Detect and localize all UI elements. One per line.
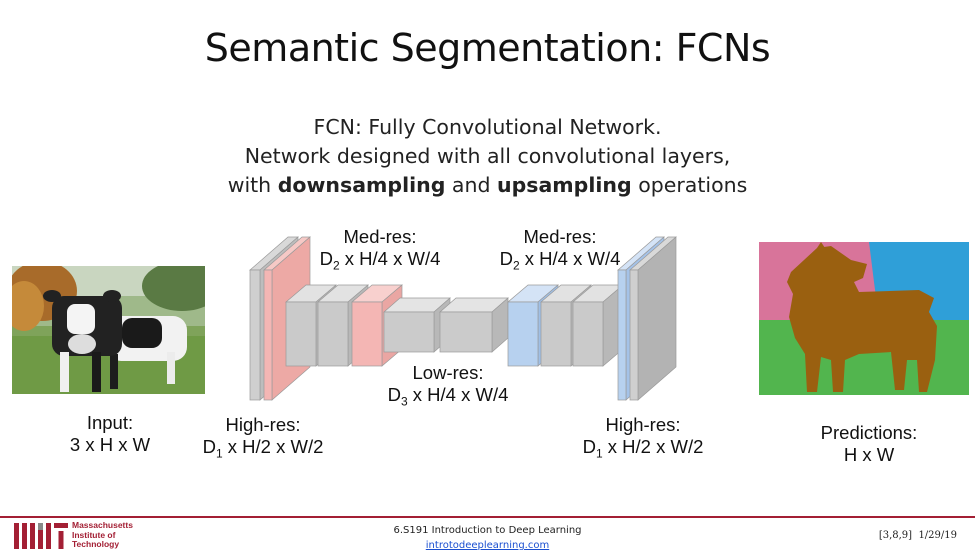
- med-res-left-gray-block-1: [285, 301, 317, 367]
- high-res-left-rest: x H/2 x W/2: [222, 436, 324, 457]
- high-res-left-sub: 1: [215, 446, 223, 461]
- med-res-left-gray-block-2: [317, 301, 349, 367]
- low-res-block-2: [439, 311, 493, 353]
- slide-date: 1/29/19: [918, 530, 957, 541]
- med-res-left-dims: D2 x H/4 x W/4: [300, 248, 460, 277]
- mit-name-line-1: Massachusetts: [72, 520, 133, 530]
- med-res-left-label: Med-res: D2 x H/4 x W/4: [300, 226, 460, 277]
- high-res-right-rest: x H/2 x W/2: [602, 436, 704, 457]
- high-res-right-label: High-res: D1 x H/2 x W/2: [568, 414, 718, 465]
- predictions-title: Predictions:: [820, 422, 918, 443]
- subtitle-pre: with: [227, 173, 278, 197]
- subtitle-line-3: with downsampling and upsampling operati…: [0, 171, 975, 200]
- high-res-left-gray-block: [249, 269, 261, 401]
- high-res-left-title: High-res:: [225, 414, 301, 435]
- fcn-diagram: [249, 236, 677, 401]
- subtitle-post: operations: [631, 173, 748, 197]
- mit-name: Massachusetts Institute of Technology: [72, 520, 133, 550]
- slide-subtitle: FCN: Fully Convolutional Network. Networ…: [0, 113, 975, 200]
- med-res-right-d: D: [499, 248, 513, 269]
- low-res-label: Low-res: D3 x H/4 x W/4: [368, 362, 528, 413]
- med-res-left-d: D: [319, 248, 333, 269]
- mit-name-line-3: Technology: [72, 539, 120, 549]
- subtitle-upsampling: upsampling: [497, 173, 632, 197]
- course-title: 6.S191 Introduction to Deep Learning: [393, 525, 582, 536]
- mit-name-line-2: Institute of: [72, 529, 116, 540]
- predictions-dims: H x W: [843, 444, 895, 465]
- med-res-right-dims: D2 x H/4 x W/4: [480, 248, 640, 277]
- slide-title: Semantic Segmentation: FCNs: [204, 26, 771, 70]
- low-res-dims: D3 x H/4 x W/4: [368, 384, 528, 413]
- subtitle-mid: and: [445, 173, 497, 197]
- high-res-right-dims: D1 x H/2 x W/2: [568, 436, 718, 465]
- high-res-left-d: D: [202, 436, 216, 457]
- page-info: [3,8,9] 1/29/19: [879, 530, 957, 541]
- med-res-right-blue-block: [507, 301, 539, 367]
- med-res-right-sub: 2: [512, 258, 520, 273]
- low-res-sub: 3: [400, 394, 408, 409]
- low-res-title: Low-res:: [412, 362, 484, 383]
- input-label-title: Input:: [86, 412, 134, 433]
- med-res-left-title: Med-res:: [343, 226, 417, 247]
- high-res-right-d: D: [582, 436, 596, 457]
- med-res-right-gray-block-2: [572, 301, 604, 367]
- med-res-left-rest: x H/4 x W/4: [339, 248, 441, 269]
- med-res-right-title: Med-res:: [523, 226, 597, 247]
- mit-logo-icon: [14, 523, 68, 549]
- prediction-mask: [759, 242, 969, 395]
- input-label: Input: 3 x H x W: [50, 412, 170, 456]
- high-res-left-label: High-res: D1 x H/2 x W/2: [188, 414, 338, 465]
- high-res-right-title: High-res:: [605, 414, 681, 435]
- med-res-left-sub: 2: [332, 258, 340, 273]
- slide-footer: Massachusetts Institute of Technology 6.…: [0, 516, 975, 554]
- subtitle-line-2: Network designed with all convolutional …: [244, 144, 731, 168]
- high-res-left-pink-block: [263, 269, 273, 401]
- low-res-d: D: [387, 384, 401, 405]
- med-res-left-pink-block: [351, 301, 383, 367]
- subtitle-downsampling: downsampling: [277, 173, 446, 197]
- med-res-right-rest: x H/4 x W/4: [519, 248, 621, 269]
- subtitle-line-1: FCN: Fully Convolutional Network.: [313, 115, 662, 139]
- low-res-block-1: [383, 311, 435, 353]
- input-label-dims: 3 x H x W: [69, 434, 151, 455]
- course-info: 6.S191 Introduction to Deep Learning int…: [0, 523, 975, 553]
- high-res-right-gray-block: [629, 269, 639, 401]
- med-res-right-label: Med-res: D2 x H/4 x W/4: [480, 226, 640, 277]
- med-res-right-gray-block-1: [540, 301, 572, 367]
- predictions-label: Predictions: H x W: [804, 422, 934, 466]
- references: [3,8,9]: [878, 530, 913, 541]
- input-cow-photo: [12, 266, 205, 394]
- course-link[interactable]: introtodeeplearning.com: [425, 540, 550, 551]
- low-res-rest: x H/4 x W/4: [407, 384, 509, 405]
- high-res-left-dims: D1 x H/2 x W/2: [188, 436, 338, 465]
- high-res-right-blue-block: [617, 269, 627, 401]
- high-res-right-sub: 1: [595, 446, 603, 461]
